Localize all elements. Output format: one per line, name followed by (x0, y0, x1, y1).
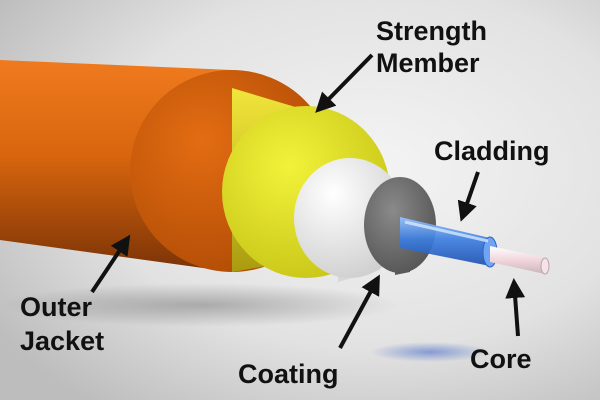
cladding-highlight (404, 220, 489, 243)
cladding-light-reflection (370, 342, 490, 362)
outer-jacket-label-line1: Outer (20, 292, 93, 322)
core-label: Core (470, 344, 532, 374)
cladding-label: Cladding (434, 136, 550, 166)
coating-arrow (338, 274, 380, 349)
cable-floor-shadow (0, 283, 400, 327)
strength-member-arrow (315, 53, 374, 113)
core-arrow (505, 278, 526, 337)
core-end (540, 257, 550, 275)
cladding-arrow (457, 171, 480, 222)
cladding-body (400, 217, 490, 266)
coating-label: Coating (238, 359, 339, 389)
outer-jacket-label-line2: Jacket (20, 326, 104, 356)
outer-jacket-arrow (90, 234, 131, 294)
core-body (490, 246, 545, 274)
strength-member-label-line1: Strength (376, 16, 487, 46)
strength-member-label-line2: Member (376, 48, 480, 78)
